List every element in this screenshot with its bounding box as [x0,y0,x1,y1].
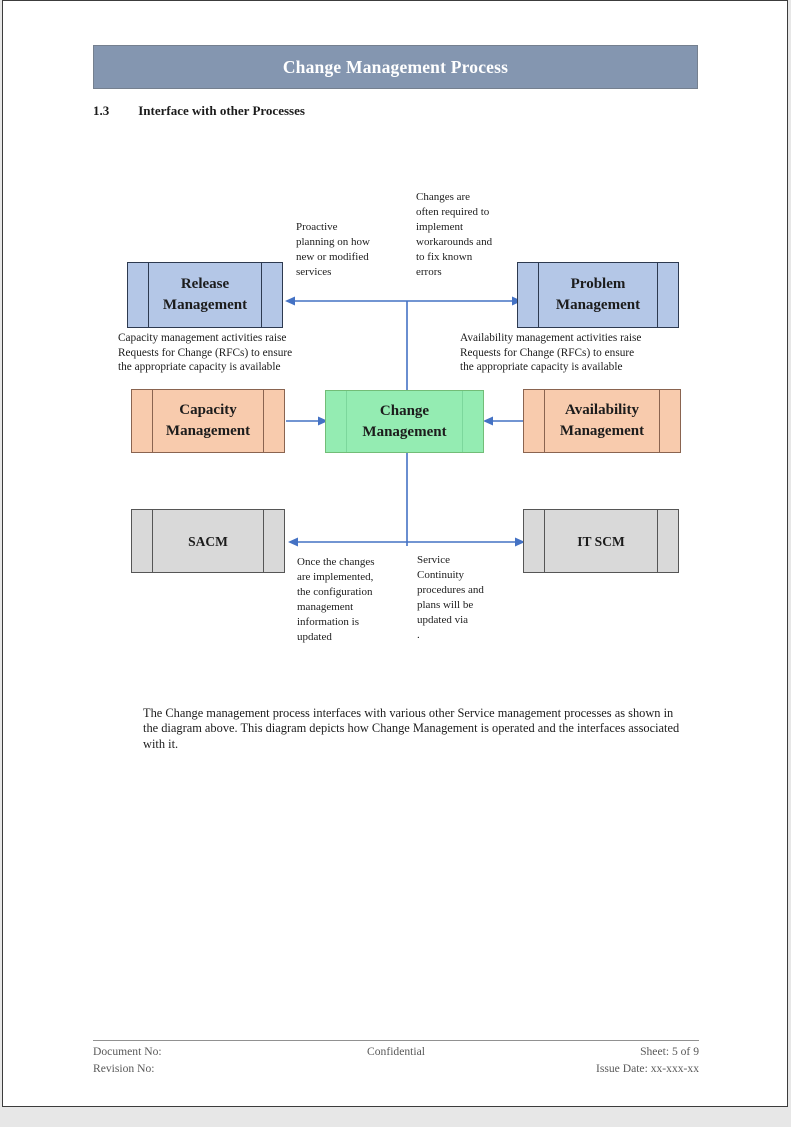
annotation-availability-rfcs: Availability management activities raise… [460,332,642,374]
document-title-bar: Change Management Process [93,45,698,89]
section-heading: 1.3 Interface with other Processes [93,103,305,119]
annotation-service-continuity: Service Continuity procedures and plans … [417,554,484,641]
footer-row-1: Document No: Confidential Sheet: 5 of 9 [93,1043,699,1060]
body-paragraph: The Change management process interfaces… [143,706,680,751]
section-number: 1.3 [93,103,110,118]
process-box-it-scm: IT SCM [523,509,679,573]
process-box-availability-management: Availability Management [523,389,681,453]
annotation-capacity-rfcs: Capacity management activities raise Req… [118,332,293,374]
process-box-release-management: Release Management [127,262,283,328]
annotation-configuration-updated: Once the changes are implemented, the co… [297,556,375,643]
annotation-proactive-planning: Proactive planning on how new or modifie… [296,221,370,278]
arrowhead-left [288,537,298,547]
process-box-label: SACM [188,533,228,549]
process-box-label: Release Management [162,276,248,313]
annotation-changes-required: Changes are often required to implement … [416,191,493,278]
document-page: Change Management Process 1.3 Interface … [2,0,788,1107]
section-title: Interface with other Processes [138,103,305,118]
process-box-capacity-management: Capacity Management [131,389,285,453]
footer-sheet-number: Sheet: 5 of 9 [640,1045,699,1058]
process-box-label: Problem Management [555,276,641,313]
footer-divider [93,1040,699,1041]
process-box-problem-management: Problem Management [517,262,679,328]
process-box-change-management: Change Management [325,390,484,453]
footer-row-2: Revision No: Issue Date: xx-xxx-xx [93,1060,699,1077]
footer-revision-no: Revision No: [93,1062,155,1075]
arrowhead-left [483,416,493,426]
footer-document-no: Document No: [93,1045,162,1058]
process-box-label: IT SCM [577,533,625,549]
process-box-label: Change Management [362,402,447,440]
process-box-label: Capacity Management [165,402,251,439]
process-box-label: Availability Management [559,402,645,439]
arrowhead-left [285,296,295,306]
process-box-sacm: SACM [131,509,285,573]
footer-issue-date: Issue Date: xx-xxx-xx [595,1062,699,1075]
footer-confidential: Confidential [367,1045,425,1058]
page-footer: Document No: Confidential Sheet: 5 of 9 … [93,1043,699,1077]
document-title: Change Management Process [282,56,509,77]
viewer-background-strip [0,1108,791,1127]
